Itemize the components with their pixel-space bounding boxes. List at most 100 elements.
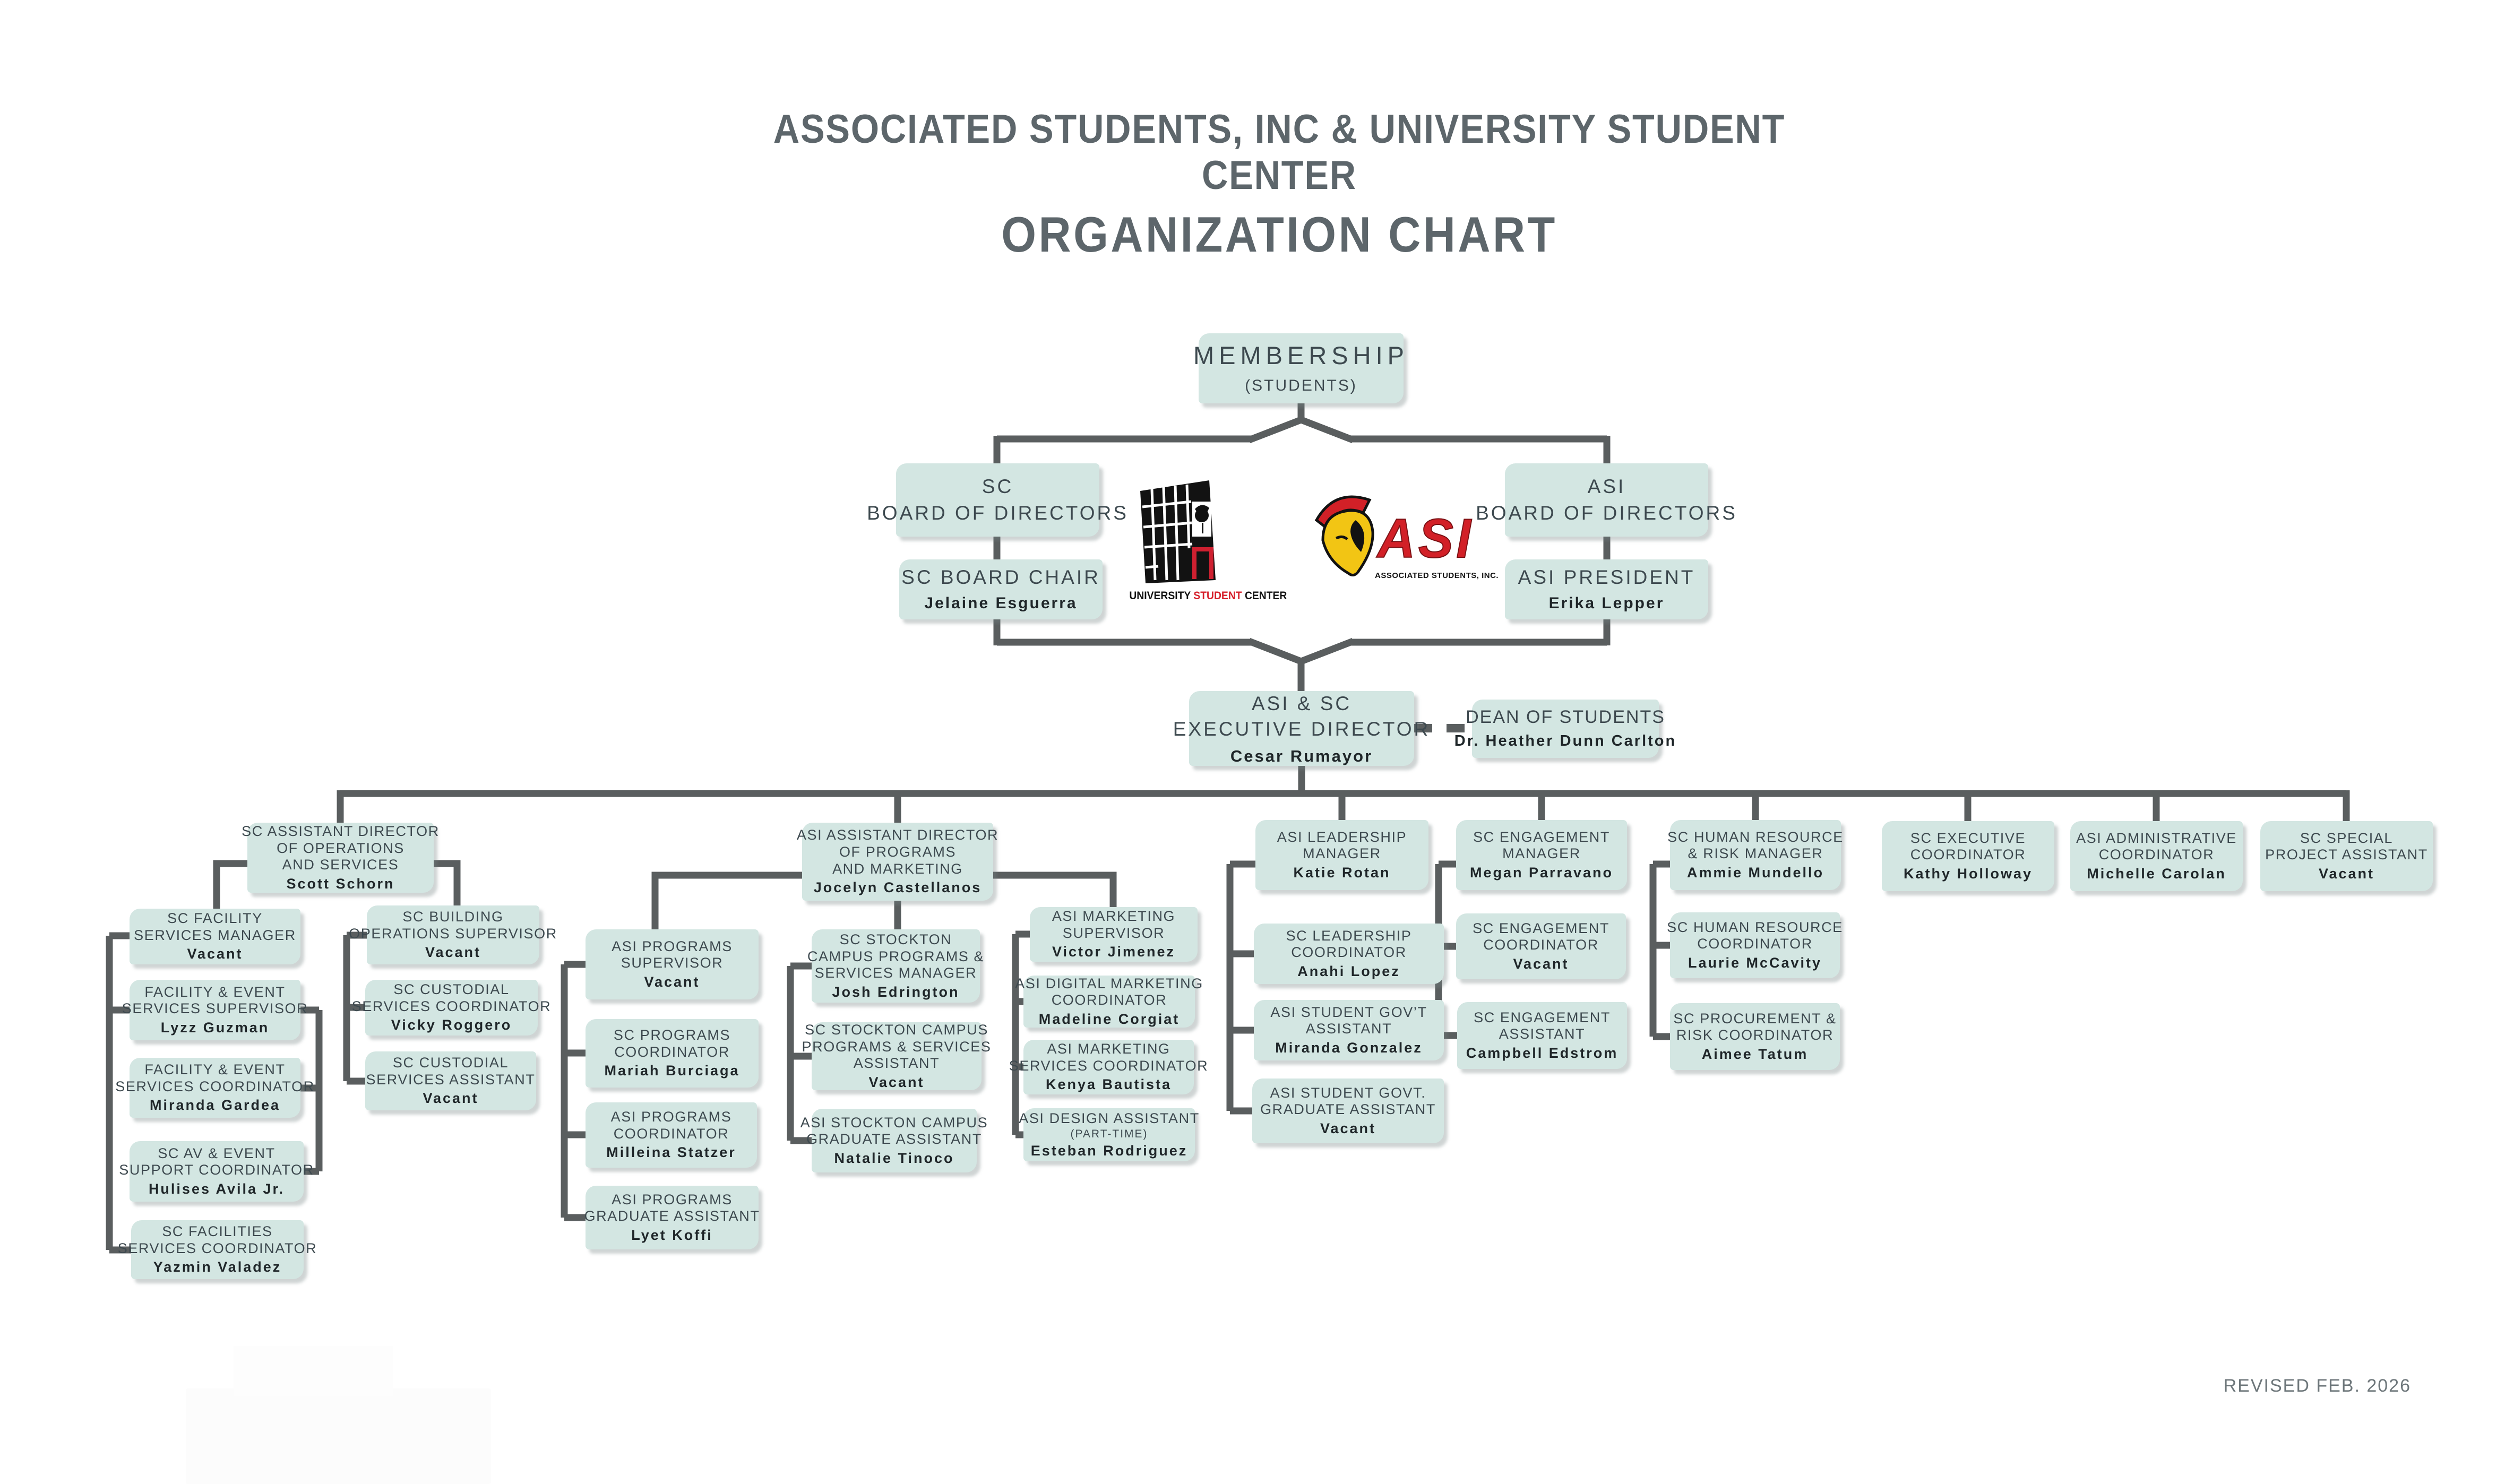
node-person-name: Kathy Holloway <box>1903 865 2033 882</box>
node-title-line: AND SERVICES <box>282 857 399 873</box>
node-person-name: Mariah Burciaga <box>604 1063 740 1079</box>
usc-caption-university: UNIVERSITY <box>1129 590 1191 602</box>
node-person-name: Jelaine Esguerra <box>924 594 1078 612</box>
node-asi-design-assistant: ASI DESIGN ASSISTANT(PART-TIME)Esteban R… <box>1019 1108 1199 1161</box>
title-line-2: ORGANIZATION CHART <box>1001 206 1557 262</box>
node-person-name: Dr. Heather Dunn Carlton <box>1454 732 1677 750</box>
node-person-name: Vacant <box>644 973 700 990</box>
node-title-line: SERVICES SUPERVISOR <box>122 1000 308 1017</box>
node-person-name: Aimee Tatum <box>1701 1046 1809 1062</box>
node-person-name: Vacant <box>2318 865 2375 882</box>
node-executive-director: ASI & SC EXECUTIVE DIRECTOR Cesar Rumayor <box>1173 691 1428 766</box>
node-title-line: GRADUATE ASSISTANT <box>806 1131 982 1147</box>
node-person-name: Vacant <box>425 944 481 961</box>
node-title-line: SC HUMAN RESOURCE <box>1667 919 1843 935</box>
node-person-name: Kenya Bautista <box>1045 1076 1172 1093</box>
node-title-line: MEMBERSHIP <box>1193 341 1409 369</box>
faint-watermark <box>186 1346 491 1484</box>
node-title-line: ASI LEADERSHIP <box>1277 829 1407 845</box>
node-person-name: Vicky Roggero <box>391 1017 512 1033</box>
node-title-line: SC SPECIAL <box>2300 830 2394 846</box>
node-title-line: ASI MARKETING <box>1052 908 1176 925</box>
revision-date: REVISED FEB. 2026 <box>2223 1376 2411 1396</box>
node-person-name: Hulises Avila Jr. <box>148 1180 285 1197</box>
node-title-line: COORDINATOR <box>613 1125 729 1142</box>
node-person-name: Vacant <box>423 1090 479 1107</box>
node-title-line: PROGRAMS & SERVICES <box>802 1038 992 1055</box>
node-title-line: SERVICES ASSISTANT <box>366 1071 536 1088</box>
node-title-line: ASI <box>1587 476 1626 498</box>
node-person-name: Vacant <box>1320 1120 1376 1136</box>
node-title-line: SC FACILITY <box>167 910 263 927</box>
node-person-name: Miranda Gonzalez <box>1275 1039 1423 1056</box>
node-title-line: MANAGER <box>1303 845 1381 862</box>
node-title-line: COORDINATOR <box>614 1043 730 1060</box>
node-membership: MEMBERSHIP(STUDENTS) <box>1193 333 1404 403</box>
node-person-name: Katie Rotan <box>1293 864 1391 881</box>
node-title-line: FACILITY & EVENT <box>144 1062 286 1078</box>
node-title-line: SC STOCKTON CAMPUS <box>805 1021 988 1038</box>
node-title-line: ASI & SC <box>1251 693 1352 715</box>
node-person-name: Ammie Mundello <box>1686 864 1824 881</box>
node-title-line: AND MARKETING <box>832 860 963 877</box>
node-title-line: SC PROCUREMENT & <box>1673 1010 1837 1026</box>
node-person-name: Laurie McCavity <box>1688 954 1822 971</box>
node-person-name: Lyet Koffi <box>631 1227 713 1243</box>
node-title-line: SERVICES COORDINATOR <box>117 1240 317 1256</box>
node-title-line: OPERATIONS SUPERVISOR <box>349 925 557 942</box>
node-title-line: SC HUMAN RESOURCE <box>1667 829 1844 845</box>
node-title-line: ASI DIGITAL MARKETING <box>1015 975 1203 991</box>
node-person-name: Vacant <box>1513 955 1569 972</box>
asi-logo-acronym: ASI <box>1377 507 1474 570</box>
node-person-name: Scott Schorn <box>286 875 395 892</box>
node-title-line: COORDINATOR <box>2098 847 2215 863</box>
node-title-line: SC PROGRAMS <box>613 1027 731 1043</box>
node-title-line: ASI STOCKTON CAMPUS <box>800 1114 988 1131</box>
node-title-line: COORDINATOR <box>1483 937 1599 953</box>
node-person-name: Milleina Statzer <box>606 1144 736 1161</box>
node-person-name: Jocelyn Castellanos <box>813 879 982 896</box>
node-title-line: COORDINATOR <box>1697 936 1813 952</box>
node-title-line: SERVICES COORDINATOR <box>1009 1057 1209 1074</box>
node-person-name: Cesar Rumayor <box>1230 746 1373 765</box>
node-title-line: SC ASSISTANT DIRECTOR <box>242 823 440 839</box>
node-person-name: Lyzz Guzman <box>160 1019 270 1036</box>
title-line-1: ASSOCIATED STUDENTS, INC & UNIVERSITY ST… <box>773 107 1786 198</box>
node-title-line: PROJECT ASSISTANT <box>2265 847 2428 863</box>
university-student-center-logo: UNIVERSITY STUDENT CENTER <box>1124 474 1287 607</box>
node-title-line: ASI DESIGN ASSISTANT <box>1019 1110 1200 1126</box>
node-person-name: Erika Lepper <box>1548 594 1665 612</box>
node-title-line: ASSISTANT <box>853 1055 940 1072</box>
node-person-name: Victor Jimenez <box>1052 944 1176 960</box>
node-subtitle: (PART-TIME) <box>1070 1127 1148 1140</box>
node-subtitle: (STUDENTS) <box>1245 377 1357 395</box>
node-title-line: SUPERVISOR <box>621 955 724 971</box>
node-person-name: Michelle Carolan <box>2087 865 2226 882</box>
node-title-line: EXECUTIVE DIRECTOR <box>1173 718 1431 740</box>
node-title-line: FACILITY & EVENT <box>144 983 286 1000</box>
node-title-line: SUPPORT COORDINATOR <box>119 1162 314 1178</box>
node-title-line: ASI PROGRAMS <box>610 1109 732 1125</box>
node-title-line: SUPERVISOR <box>1062 925 1165 941</box>
node-title-line: SC CUSTODIAL <box>392 1055 509 1071</box>
